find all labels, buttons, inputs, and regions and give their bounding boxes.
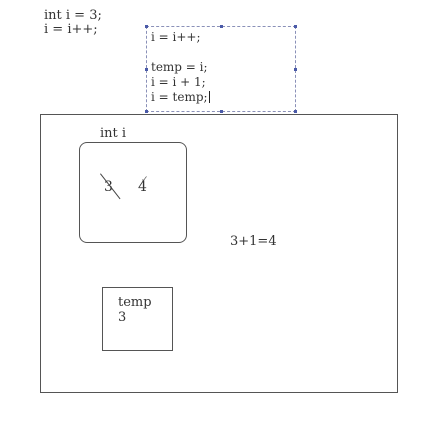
var-temp-value: 3 xyxy=(118,310,127,325)
resize-handle-bottom-right[interactable] xyxy=(294,110,297,113)
resize-handle-top-right[interactable] xyxy=(294,25,297,28)
var-i-box xyxy=(79,142,187,243)
code-line-declaration: int i = 3; xyxy=(44,8,102,23)
var-i-new-value: 4 xyxy=(138,179,147,195)
memory-diagram-frame xyxy=(40,114,398,393)
text-cursor xyxy=(208,91,210,103)
resize-handle-middle-left[interactable] xyxy=(145,68,148,71)
var-temp-box xyxy=(102,287,173,351)
var-i-old-value: 3 xyxy=(104,179,113,195)
annotation-line-2: temp = i; xyxy=(151,60,208,74)
var-temp-label: temp xyxy=(118,295,152,310)
annotation-line-4-wrap: i = temp; xyxy=(151,90,210,104)
resize-handle-middle-right[interactable] xyxy=(294,68,297,71)
annotation-line-3: i = i + 1; xyxy=(151,75,206,89)
selected-text-box[interactable]: i = i++; temp = i; i = i + 1; i = temp; xyxy=(145,25,297,113)
resize-handle-bottom-left[interactable] xyxy=(145,110,148,113)
var-i-label: int i xyxy=(100,126,127,141)
resize-handle-bottom-middle[interactable] xyxy=(220,110,223,113)
annotation-line-4: i = temp; xyxy=(151,90,208,104)
code-line-assignment: i = i++; xyxy=(44,22,98,37)
increment-equation: 3+1=4 xyxy=(230,234,277,249)
resize-handle-top-left[interactable] xyxy=(145,25,148,28)
resize-handle-top-middle[interactable] xyxy=(220,25,223,28)
change-mark-icon: ✓ xyxy=(141,175,149,185)
annotation-line-1: i = i++; xyxy=(151,30,201,44)
